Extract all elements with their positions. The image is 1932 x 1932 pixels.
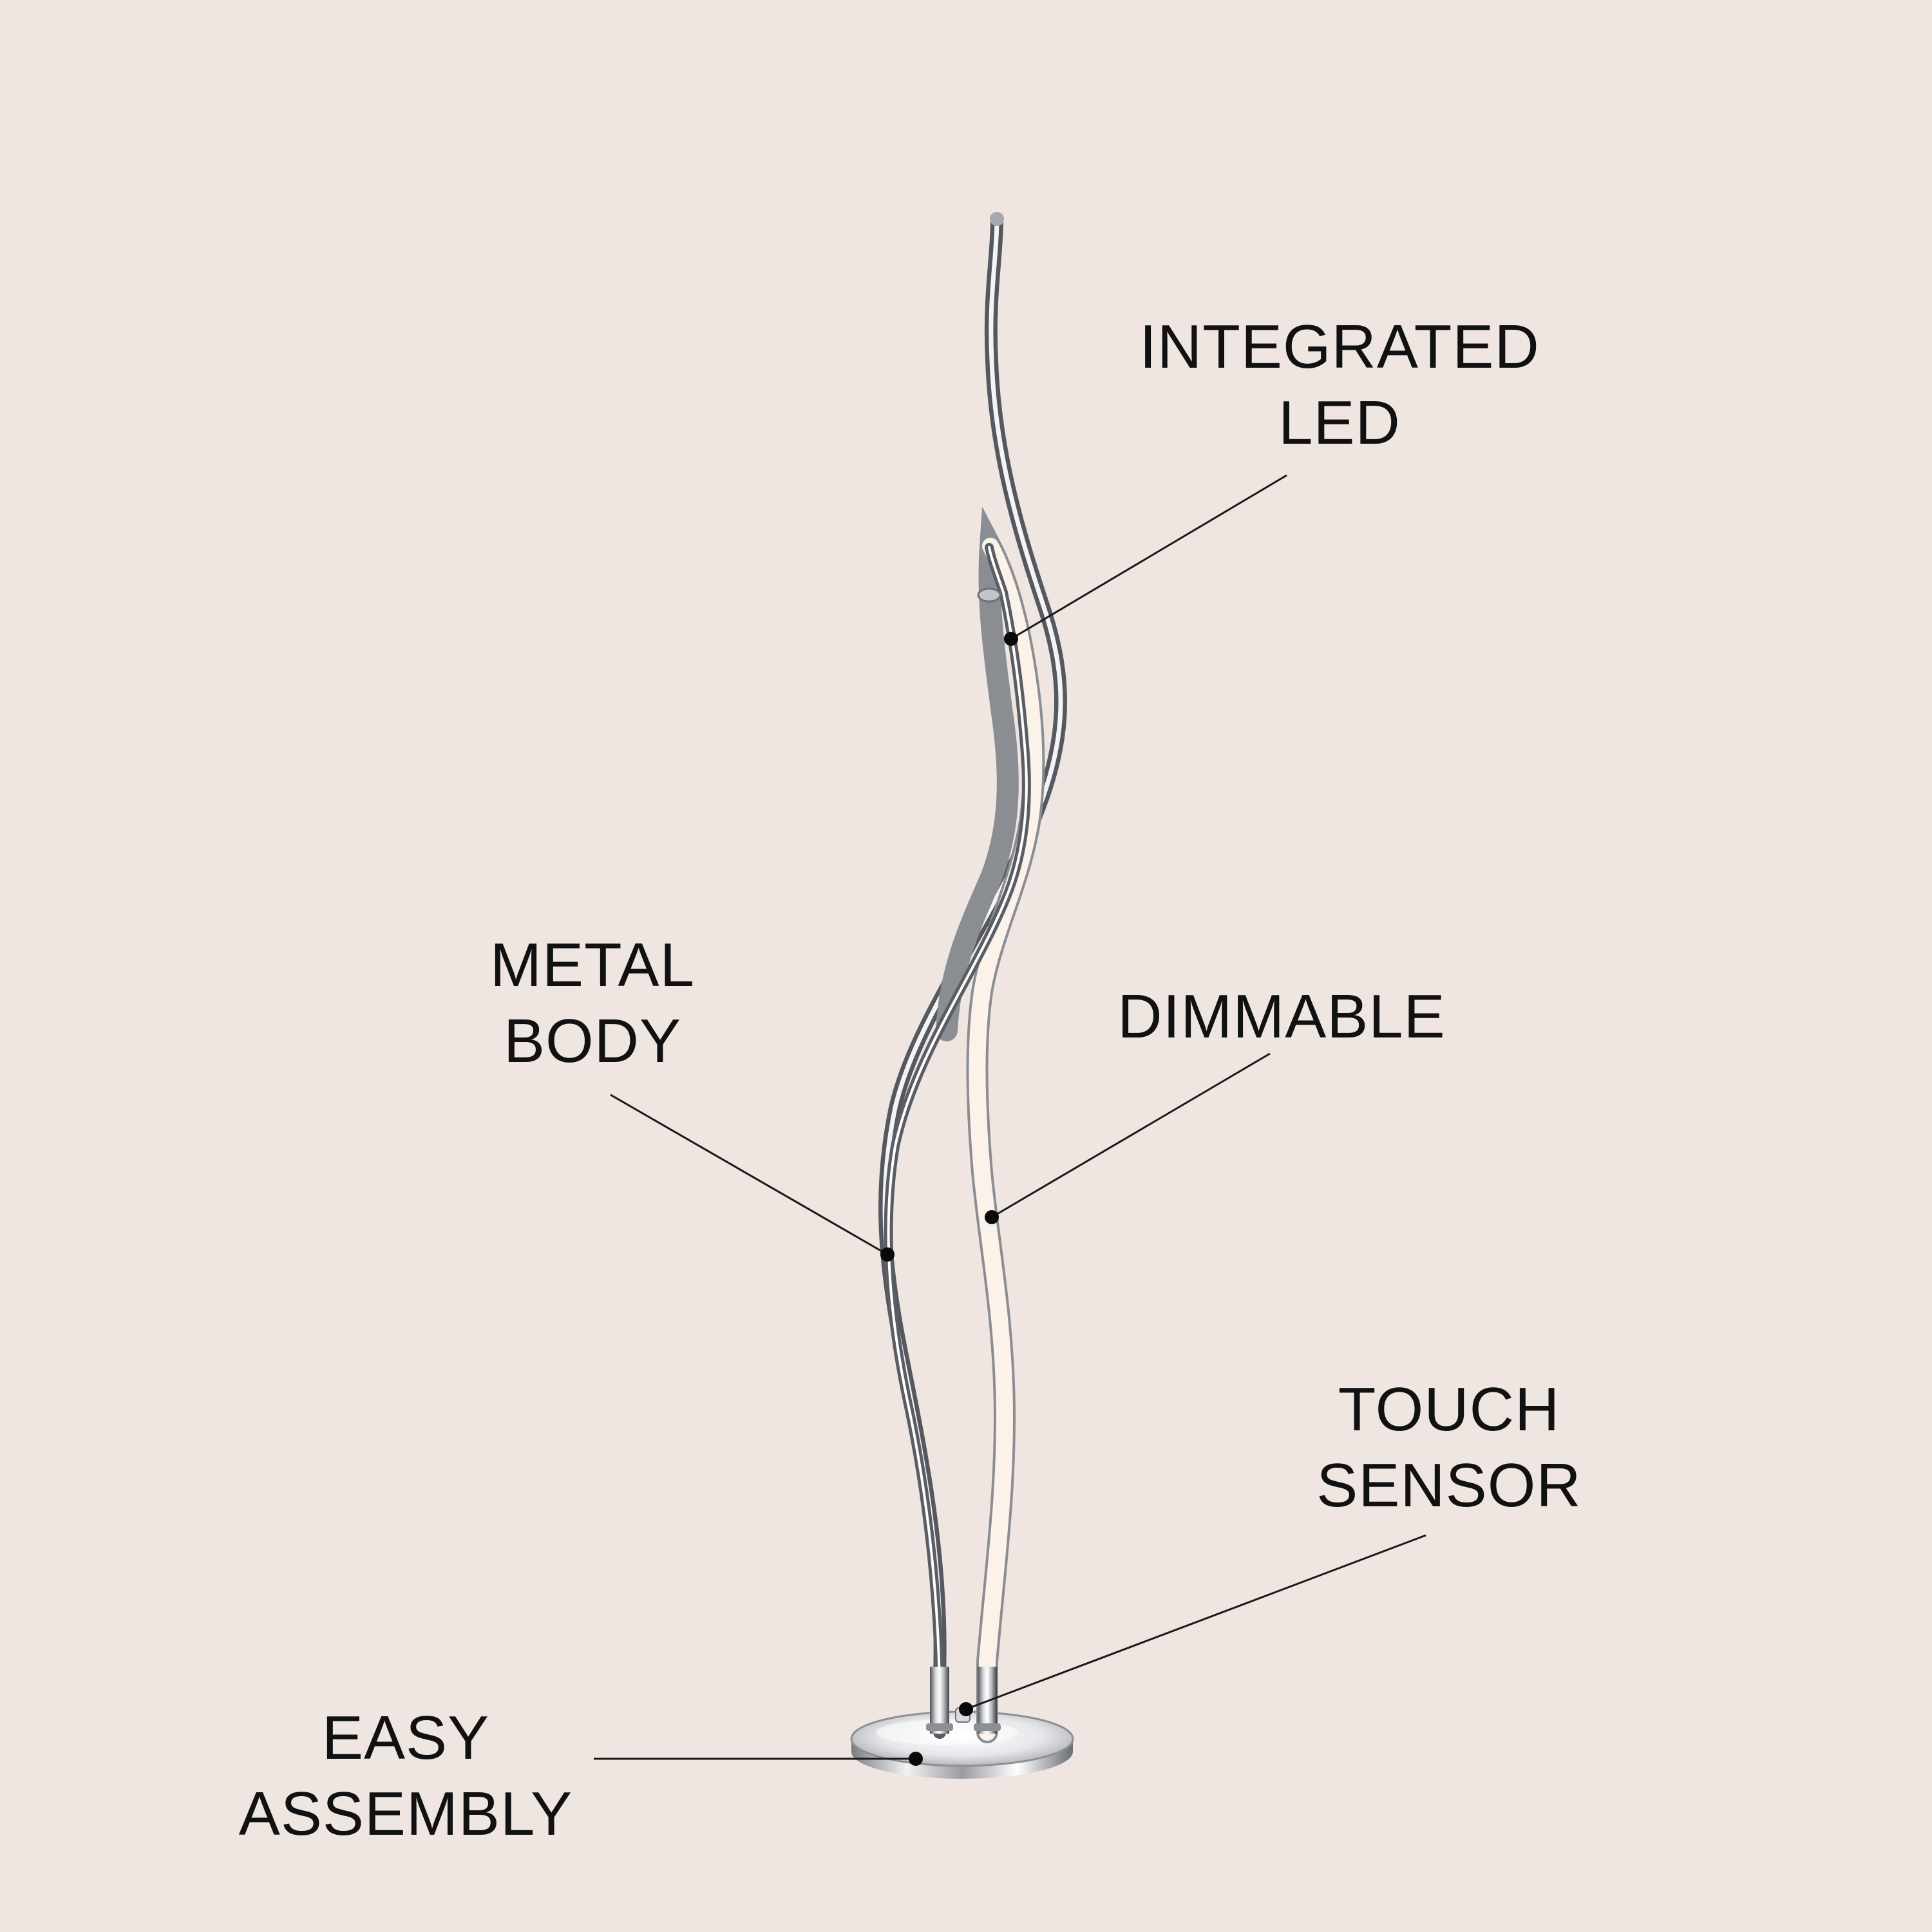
callout-dots <box>880 632 1018 1766</box>
label-integrated-led-line1: INTEGRATED <box>1139 312 1540 381</box>
leader-touch-sensor <box>965 1534 1426 1710</box>
label-touch-sensor-line1: TOUCH <box>1338 1375 1560 1444</box>
collar-ring-right <box>974 1723 1001 1731</box>
collar-ring-left <box>926 1723 953 1731</box>
dot-dimmable <box>985 1210 999 1224</box>
label-easy-assembly: EASY ASSEMBLY <box>193 1700 618 1852</box>
dot-integrated-led <box>1004 632 1018 646</box>
label-easy-assembly-line2: ASSEMBLY <box>238 1779 573 1848</box>
metal-arm-tall-cap <box>990 212 1004 226</box>
led-arm-glow <box>969 538 1043 1741</box>
label-touch-sensor: TOUCH SENSOR <box>1249 1372 1649 1524</box>
label-metal-body-line1: METAL <box>490 931 695 999</box>
label-metal-body: METAL BODY <box>412 927 773 1079</box>
label-dimmable: DIMMABLE <box>1069 979 1494 1055</box>
label-dimmable-line1: DIMMABLE <box>1117 982 1446 1051</box>
dot-easy-assembly <box>909 1752 923 1766</box>
label-integrated-led: INTEGRATED LED <box>1095 309 1584 461</box>
dot-touch-sensor <box>959 1702 973 1716</box>
dot-metal-body <box>880 1247 895 1262</box>
label-metal-body-line2: BODY <box>503 1007 682 1075</box>
leader-dimmable <box>991 1052 1271 1218</box>
label-easy-assembly-line1: EASY <box>321 1703 490 1772</box>
led-arm-cap <box>977 587 1001 603</box>
leader-lines <box>594 474 1426 1760</box>
leader-metal-body <box>610 1094 888 1256</box>
leader-integrated-led <box>1010 474 1287 640</box>
label-touch-sensor-line2: SENSOR <box>1316 1451 1582 1520</box>
collar-left <box>930 1667 949 1734</box>
label-integrated-led-line2: LED <box>1278 388 1401 457</box>
metal-arm-short-shine <box>887 546 1028 1734</box>
